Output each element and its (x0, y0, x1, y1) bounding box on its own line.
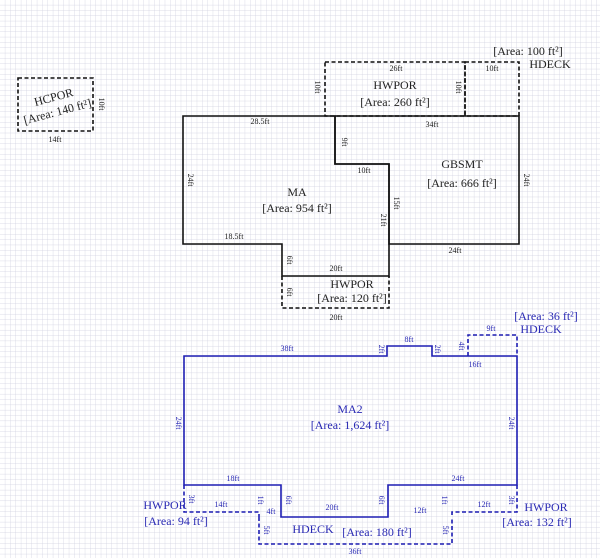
dim-label: 16ft (469, 360, 483, 369)
hdeck-top-area: [Area: 100 ft²] (493, 44, 563, 58)
hwpor-mid-outline[interactable] (281, 276, 390, 309)
hwpor-top-area: [Area: 260 ft²] (360, 95, 430, 109)
dim-label: 21ft (379, 214, 388, 228)
dim-label: 2ft (377, 345, 386, 355)
dim-label: 12ft (414, 506, 428, 515)
gbsmt-label: GBSMT (441, 157, 483, 171)
dim-label: 3ft (507, 496, 516, 506)
dim-label: 15ft (392, 197, 401, 211)
hdeck-tr-outline[interactable] (467, 334, 518, 356)
dim-label: 9ft (340, 138, 349, 148)
dim-label: 20ft (326, 503, 340, 512)
ma-label: MA (287, 185, 307, 199)
dim-label: 36ft (349, 547, 363, 556)
dim-label: 12ft (478, 500, 492, 509)
ma2-label: MA2 (337, 402, 362, 416)
ma-area: [Area: 954 ft²] (262, 201, 332, 215)
hwpor-right-outline[interactable] (451, 485, 518, 517)
dim-label: 24ft (174, 417, 183, 431)
gbsmt-outline[interactable] (334, 115, 520, 245)
dim-label: 20ft (330, 264, 344, 273)
area-hwpor-top[interactable]: HWPOR [Area: 260 ft²] 26ft 10ft 10ft (313, 61, 466, 117)
hdeck-top-label: HDECK (529, 57, 571, 71)
dim-label: 10ft (313, 81, 322, 95)
hdeck-bottom-outline[interactable] (258, 517, 453, 545)
ma2-area: [Area: 1,624 ft²] (311, 418, 390, 432)
area-hdeck-bottom[interactable]: HDECK [Area: 180 ft²] 5ft 5ft 36ft (258, 517, 453, 556)
hwpor-left-area: [Area: 94 ft²] (144, 514, 208, 528)
dim-label: 10ft (486, 64, 500, 73)
dim-label: 24ft (449, 246, 463, 255)
dim-label: 1ft (256, 496, 265, 506)
dim-label: 14ft (49, 135, 63, 144)
dim-label: 2ft (433, 345, 442, 355)
dim-label: 1ft (440, 496, 449, 506)
dim-label: 24ft (186, 174, 195, 188)
area-ma2[interactable]: MA2 [Area: 1,624 ft²] 38ft 2ft 8ft 2ft 1… (174, 335, 518, 518)
area-hwpor-left[interactable]: HWPOR [Area: 94 ft²] 3ft 14ft 1ft 4ft (143, 485, 276, 528)
dim-label: 5ft (262, 526, 271, 536)
dim-label: 6ft (285, 288, 294, 298)
area-gbsmt[interactable]: GBSMT [Area: 666 ft²] 34ft 9ft 10ft 15ft… (334, 115, 531, 255)
dim-label: 10ft (454, 81, 463, 95)
hdeck-tr-area: [Area: 36 ft²] (514, 309, 578, 323)
hwpor-mid-area: [Area: 120 ft²] (317, 291, 387, 305)
hwpor-top-label: HWPOR (373, 78, 416, 92)
dim-label: 4ft (457, 342, 466, 352)
dim-label: 6ft (284, 496, 293, 506)
hdeck-top-outline[interactable] (464, 61, 520, 117)
dim-label: 8ft (405, 335, 415, 344)
dim-label: 26ft (390, 64, 404, 73)
hdeck-bottom-area: [Area: 180 ft²] (342, 525, 412, 539)
dim-label: 4ft (267, 507, 277, 516)
hwpor-left-outline[interactable] (183, 485, 260, 517)
dim-label: 6ft (377, 496, 386, 506)
hdeck-bottom-label: HDECK (292, 522, 334, 536)
area-hdeck-tr[interactable]: 9ft 4ft [Area: 36 ft²] HDECK (457, 309, 578, 356)
dim-label: 9ft (487, 324, 497, 333)
dim-label: 24ft (507, 417, 516, 431)
dim-label: 5ft (441, 526, 450, 536)
dim-label: 18.5ft (225, 232, 245, 241)
dim-label: 34ft (426, 120, 440, 129)
dim-label: 10ft (97, 98, 106, 112)
hcpor-outline[interactable] (17, 77, 94, 132)
gbsmt-area: [Area: 666 ft²] (427, 176, 497, 190)
area-hwpor-right[interactable]: HWPOR [Area: 132 ft²] 3ft 12ft 1ft 12ft (414, 485, 572, 529)
dim-label: 14ft (215, 500, 229, 509)
hdeck-tr-label: HDECK (520, 322, 562, 336)
dim-label: 24ft (452, 474, 466, 483)
dim-label: 28.5ft (251, 117, 271, 126)
dim-label: 18ft (227, 474, 241, 483)
dim-label: 10ft (358, 166, 372, 175)
dim-label: 6ft (285, 256, 294, 266)
area-hdeck-top[interactable]: 10ft [Area: 100 ft²] HDECK (464, 44, 571, 117)
hwpor-right-area: [Area: 132 ft²] (502, 515, 572, 529)
area-hwpor-mid[interactable]: HWPOR [Area: 120 ft²] 6ft 20ft (281, 276, 390, 322)
dim-label: 24ft (522, 174, 531, 188)
dim-label: 3ft (187, 495, 196, 505)
hwpor-mid-label: HWPOR (330, 277, 373, 291)
dim-label: 38ft (281, 344, 295, 353)
dim-label: 20ft (330, 313, 344, 322)
hwpor-right-label: HWPOR (524, 500, 567, 514)
hwpor-left-label: HWPOR (143, 498, 186, 512)
